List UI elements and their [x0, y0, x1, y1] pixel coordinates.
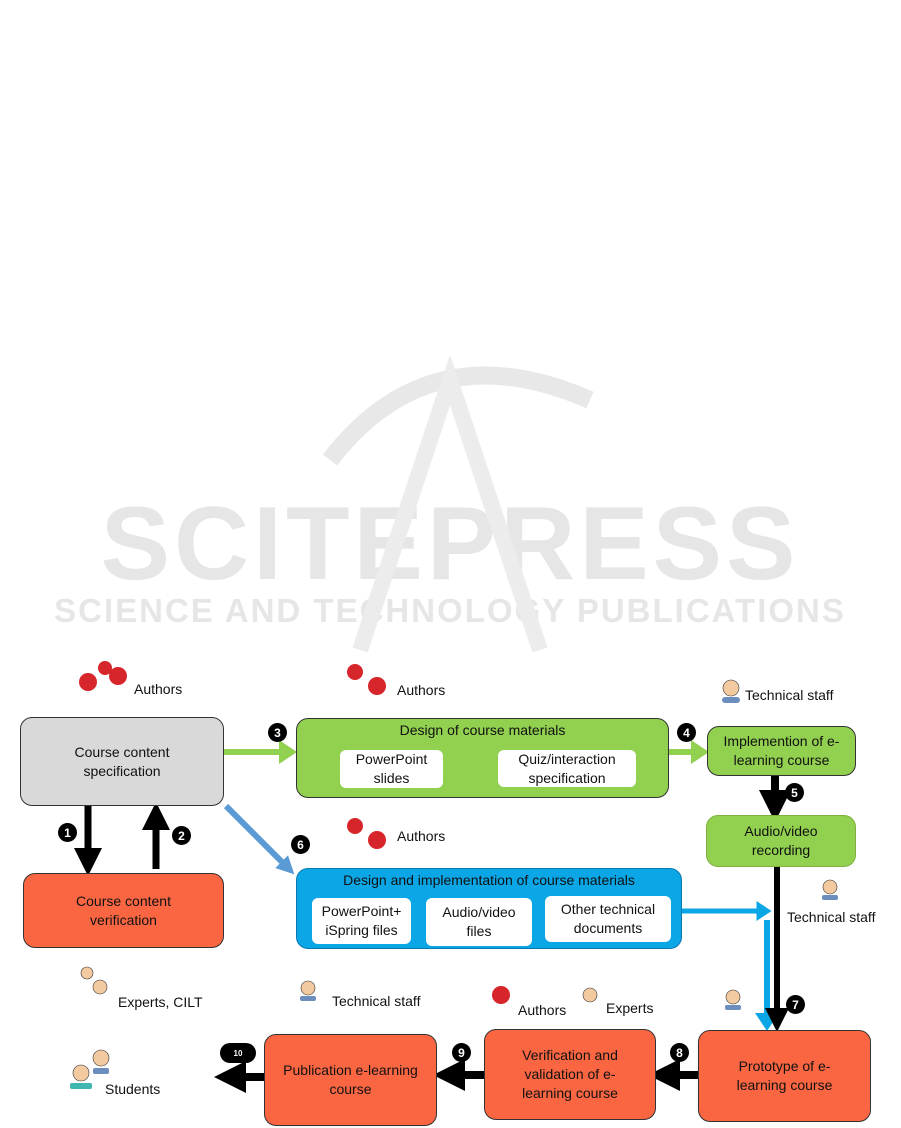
role-authors: Authors [518, 1002, 567, 1018]
step-badge-10: 10 [220, 1043, 256, 1063]
role-students: Students [105, 1081, 161, 1097]
student-icon [92, 1049, 110, 1067]
author-icon [98, 661, 112, 675]
expert-icon [92, 979, 108, 995]
step-badge-9: 9 [452, 1043, 471, 1062]
step-badge-1: 1 [58, 823, 77, 842]
author-icon [368, 831, 386, 849]
audio-video-files-item: Audio/video files [426, 898, 532, 946]
box-label: Audio/video recording [744, 823, 818, 858]
powerpoint-ispring-item: PowerPoint+ iSpring files [312, 898, 411, 944]
role-technical-staff: Technical staff [332, 993, 421, 1009]
technical-staff-icon [722, 679, 740, 697]
step-badge-8: 8 [670, 1043, 689, 1062]
box-title: Design of course materials [399, 722, 566, 738]
box-title: Design and implementation of course mate… [343, 872, 635, 888]
box-label: Publication e-learning course [283, 1062, 418, 1097]
box-label: Prototype of e-learning course [736, 1058, 833, 1093]
step-badge-2: 2 [172, 826, 191, 845]
box-label: Course content verification [76, 892, 171, 928]
powerpoint-slides-item: PowerPoint slides [340, 750, 443, 788]
design-implementation-box: Design and implementation of course mate… [296, 868, 682, 949]
step-badge-5: 5 [785, 783, 804, 802]
box-label: Verification and validation of e-learnin… [522, 1047, 618, 1101]
role-experts-cilt: Experts, CILT [118, 994, 203, 1010]
author-icon [347, 664, 363, 680]
quiz-specification-item: Quiz/interaction specification [498, 750, 636, 787]
course-content-verification-box: Course content verification [23, 873, 224, 948]
role-authors: Authors [134, 681, 183, 697]
box-label: Implemention of e-learning course [723, 733, 840, 768]
step-badge-6: 6 [291, 835, 310, 854]
verification-validation-box: Verification and validation of e-learnin… [484, 1029, 656, 1120]
expert-icon [80, 966, 94, 980]
other-documents-item: Other technical documents [545, 896, 671, 942]
technical-staff-icon [300, 980, 316, 996]
prototype-box: Prototype of e-learning course [698, 1030, 871, 1122]
audio-video-recording-box: Audio/video recording [706, 815, 856, 867]
box-label: Course content specification [74, 743, 170, 779]
role-experts: Experts [606, 1000, 654, 1016]
implementation-box: Implemention of e-learning course [707, 726, 856, 776]
author-icon [492, 986, 510, 1004]
role-technical-staff: Technical staff [787, 909, 876, 925]
technical-staff-icon [822, 879, 838, 895]
role-authors: Authors [397, 682, 446, 698]
author-icon [368, 677, 386, 695]
role-technical-staff: Technical staff [745, 687, 834, 703]
technical-staff-icon [725, 989, 741, 1005]
watermark-title: SCITEPRESS [100, 486, 800, 602]
course-content-specification-box: Course content specification [20, 717, 224, 806]
role-authors: Authors [397, 828, 446, 844]
author-icon [79, 673, 97, 691]
design-course-materials-box: Design of course materials PowerPoint sl… [296, 718, 669, 798]
step-badge-7: 7 [786, 995, 805, 1014]
step-badge-3: 3 [268, 723, 287, 742]
expert-icon [582, 987, 598, 1003]
watermark-subtitle: SCIENCE AND TECHNOLOGY PUBLICATIONS [54, 592, 846, 629]
publication-box: Publication e-learning course [264, 1034, 437, 1126]
arrow-step-6 [223, 803, 295, 875]
student-icon [72, 1064, 90, 1082]
step-badge-4: 4 [677, 723, 696, 742]
author-icon [347, 818, 363, 834]
author-icon [109, 667, 127, 685]
